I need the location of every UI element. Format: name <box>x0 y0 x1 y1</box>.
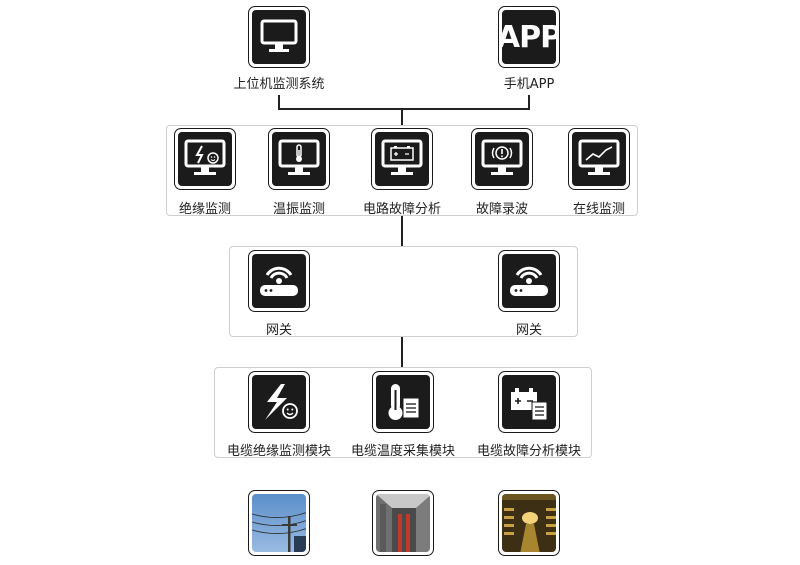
function-label-temp-vibration: 温振监测 <box>272 202 326 217</box>
monitor-warning-icon <box>481 139 523 175</box>
function-tile-insulation[interactable] <box>174 128 236 190</box>
lightning-icon <box>265 384 298 420</box>
module-tile-temperature[interactable] <box>372 371 434 433</box>
photo-cable-trench <box>372 490 434 556</box>
function-label-circuit-fault: 电路故障分析 <box>362 202 442 217</box>
monitor-icon <box>260 19 298 52</box>
monitor-battery-icon <box>381 139 423 175</box>
pc-label: 上位机监测系统 <box>233 77 325 92</box>
module-label-temperature: 电缆温度采集模块 <box>350 444 456 459</box>
module-label-insulation: 电缆绝缘监测模块 <box>226 444 332 459</box>
pc-monitor-tile[interactable] <box>248 6 310 68</box>
app-icon: APP <box>502 19 556 55</box>
function-tile-temp-vibration[interactable] <box>268 128 330 190</box>
connector-top-pc <box>278 95 280 109</box>
monitor-thermometer-icon <box>278 139 320 175</box>
monitor-lightning-icon <box>184 139 226 175</box>
photo-cable-tunnel <box>498 490 560 556</box>
power-line-photo <box>252 494 306 552</box>
connector-functions-gateways <box>401 215 403 247</box>
function-label-fault-recording: 故障录波 <box>475 202 529 217</box>
cable-tunnel-photo <box>502 494 556 552</box>
module-tile-fault[interactable] <box>498 371 560 433</box>
function-tile-online-monitoring[interactable] <box>568 128 630 190</box>
function-tile-fault-recording[interactable] <box>471 128 533 190</box>
connector-gateways-modules <box>401 336 403 368</box>
function-tile-circuit-fault[interactable] <box>371 128 433 190</box>
connector-top-app <box>528 95 530 109</box>
gateway-label-left: 网关 <box>265 323 293 338</box>
module-label-fault: 电缆故障分析模块 <box>476 444 582 459</box>
function-label-online-monitoring: 在线监测 <box>572 202 626 217</box>
app-tile[interactable]: APP <box>498 6 560 68</box>
router-icon <box>260 266 298 296</box>
monitor-trend-icon <box>578 139 620 175</box>
battery-icon <box>511 388 548 421</box>
connector-top-bar <box>278 108 530 110</box>
app-label: 手机APP <box>503 77 555 92</box>
gateway-tile-left[interactable] <box>248 250 310 312</box>
cable-trench-photo <box>376 494 430 552</box>
function-label-insulation: 绝缘监测 <box>178 202 232 217</box>
module-tile-insulation[interactable] <box>248 371 310 433</box>
router-icon <box>510 266 548 296</box>
connector-top-down <box>401 108 403 126</box>
gateway-label-right: 网关 <box>515 323 543 338</box>
photo-power-line <box>248 490 310 556</box>
thermometer-icon <box>388 384 420 420</box>
gateway-tile-right[interactable] <box>498 250 560 312</box>
